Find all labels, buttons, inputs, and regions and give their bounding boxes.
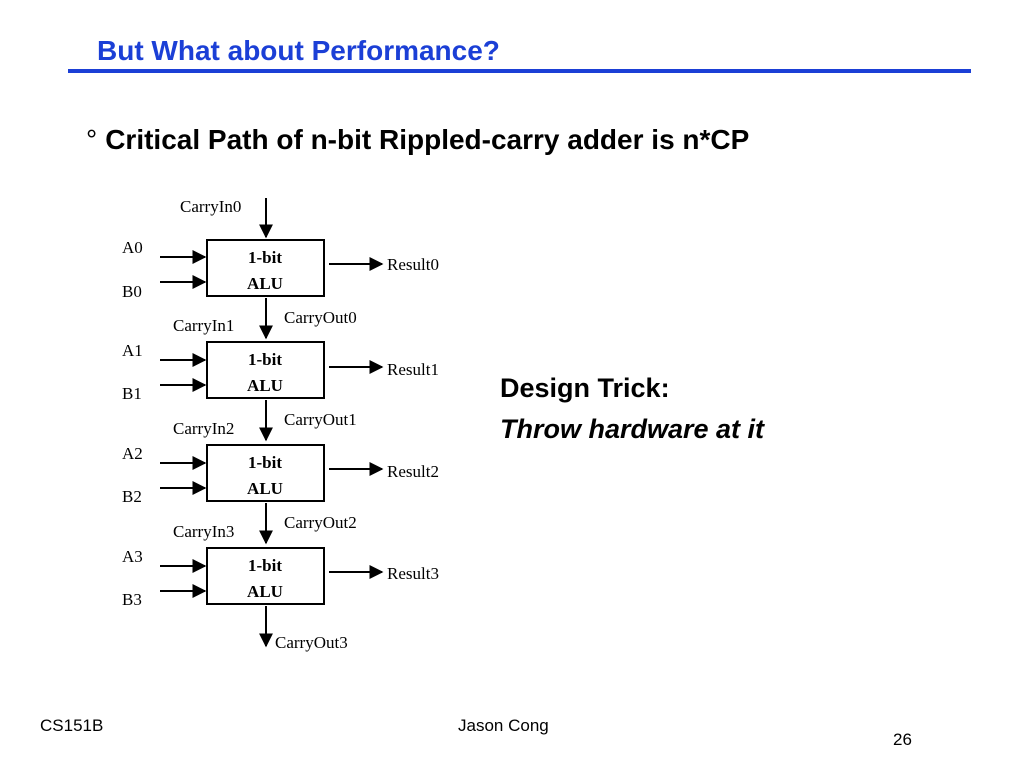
alu-box xyxy=(206,444,325,502)
final-carry-out-label: CarryOut3 xyxy=(275,633,348,652)
footer-course: CS151B xyxy=(40,716,104,735)
alu-stage-1: A1 B1 1-bit ALU Result1 CarryOut1 CarryI… xyxy=(122,341,439,442)
alu-label-line2: ALU xyxy=(247,274,283,293)
input-b-label: B2 xyxy=(122,487,142,506)
footer-page-number: 26 xyxy=(893,730,912,749)
carry-out-label: CarryOut0 xyxy=(284,308,357,327)
carry-in-next-label: CarryIn3 xyxy=(173,522,234,541)
slide-title: But What about Performance? xyxy=(97,35,500,66)
alu-box xyxy=(206,341,325,399)
design-trick: Design Trick: Throw hardware at it xyxy=(500,368,764,450)
footer-author: Jason Cong xyxy=(458,716,549,735)
alu-label-line2: ALU xyxy=(247,479,283,498)
result-label: Result2 xyxy=(387,462,439,481)
input-a-label: A0 xyxy=(122,238,143,257)
bullet-point: °Critical Path of n-bit Rippled-carry ad… xyxy=(86,124,749,156)
alu-label-line2: ALU xyxy=(247,582,283,601)
carry-in-next-label: CarryIn1 xyxy=(173,316,234,335)
carry-out-label: CarryOut1 xyxy=(284,410,357,429)
bullet-text: Critical Path of n-bit Rippled-carry add… xyxy=(105,124,750,155)
input-a-label: A1 xyxy=(122,341,143,360)
alu-label-line1: 1-bit xyxy=(248,248,282,267)
input-a-label: A2 xyxy=(122,444,143,463)
result-label: Result1 xyxy=(387,360,439,379)
carry-out-label: CarryOut2 xyxy=(284,513,357,532)
alu-label-line1: 1-bit xyxy=(248,350,282,369)
result-label: Result3 xyxy=(387,564,439,583)
design-trick-subheading: Throw hardware at it xyxy=(500,414,765,444)
input-a-label: A3 xyxy=(122,547,143,566)
alu-box xyxy=(206,547,325,605)
title-underline xyxy=(68,69,971,73)
alu-label-line2: ALU xyxy=(247,376,283,395)
alu-label-line1: 1-bit xyxy=(248,453,282,472)
carry-in-next-label: CarryIn2 xyxy=(173,419,234,438)
input-b-label: B3 xyxy=(122,590,142,609)
input-b-label: B1 xyxy=(122,384,142,403)
bullet-mark: ° xyxy=(86,124,98,155)
alu-stage-0: A0 B0 1-bit ALU Result0 CarryOut0 CarryI… xyxy=(122,238,439,340)
alu-box xyxy=(206,239,325,297)
result-label: Result0 xyxy=(387,255,439,274)
alu-stage-3: A3 B3 1-bit ALU Result3 xyxy=(122,547,439,648)
input-b-label: B0 xyxy=(122,282,142,301)
alu-label-line1: 1-bit xyxy=(248,556,282,575)
alu-stage-2: A2 B2 1-bit ALU Result2 CarryOut2 CarryI… xyxy=(122,444,439,545)
carry-in-top-label: CarryIn0 xyxy=(180,197,241,216)
design-trick-heading: Design Trick: xyxy=(500,373,670,403)
